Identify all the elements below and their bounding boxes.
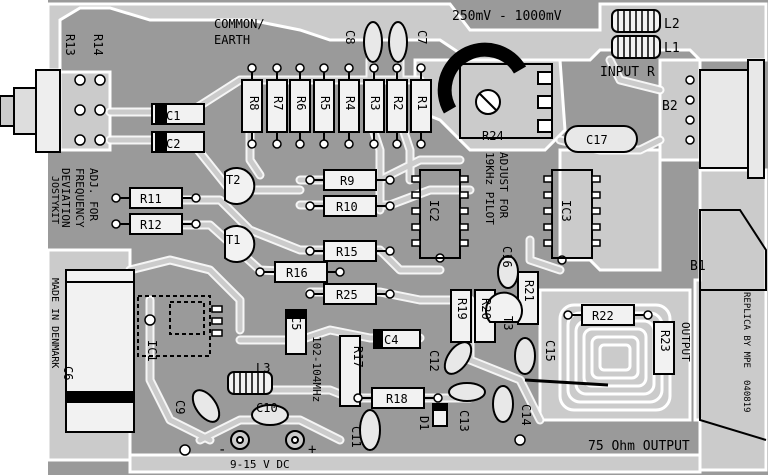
label-r14: R14 bbox=[91, 34, 105, 56]
label-r9: R9 bbox=[340, 174, 354, 188]
label-ohm-output: 75 Ohm OUTPUT bbox=[588, 439, 690, 454]
resistor-bodies bbox=[129, 79, 675, 409]
potentiometer-r24 bbox=[437, 42, 553, 139]
label-r22: R22 bbox=[592, 309, 614, 323]
label-t3: T3 bbox=[501, 316, 515, 330]
transistors bbox=[224, 167, 523, 323]
label-made: MADE IN DENMARK bbox=[49, 278, 60, 368]
label-r7: R7 bbox=[271, 96, 285, 110]
label-c2: C2 bbox=[166, 137, 180, 151]
label-b1: B1 bbox=[690, 259, 706, 274]
label-earth: EARTH bbox=[214, 33, 250, 47]
label-t1: T1 bbox=[226, 233, 240, 247]
label-c8: C8 bbox=[343, 30, 357, 44]
label-range: 250mV - 1000mV bbox=[452, 9, 562, 24]
label-plus: + bbox=[308, 442, 316, 458]
label-c12: C12 bbox=[427, 350, 441, 372]
label-c13: C13 bbox=[457, 410, 471, 432]
label-r18: R18 bbox=[386, 392, 408, 406]
label-c7: C7 bbox=[415, 30, 429, 44]
diode-d1 bbox=[432, 403, 448, 427]
label-c16: C16 bbox=[500, 246, 514, 268]
label-c11: C11 bbox=[349, 426, 363, 448]
label-b2: B2 bbox=[662, 99, 678, 114]
solder-pads bbox=[74, 63, 695, 456]
connector-b2 bbox=[699, 59, 765, 179]
label-c4: C4 bbox=[384, 333, 398, 347]
label-freq3: DEVIATION bbox=[59, 168, 72, 228]
label-r8: R8 bbox=[247, 96, 261, 110]
label-supply: 9-15 V DC bbox=[230, 458, 290, 471]
label-c17: C17 bbox=[586, 133, 608, 147]
label-r1: R1 bbox=[415, 96, 429, 110]
label-c6: C6 bbox=[61, 366, 75, 380]
label-r10: R10 bbox=[336, 200, 358, 214]
label-r23: R23 bbox=[658, 330, 672, 352]
label-code: 040819 bbox=[741, 380, 751, 413]
label-r15: R15 bbox=[336, 245, 358, 259]
label-freq2: FREQUENCY bbox=[73, 168, 86, 228]
label-l1: L1 bbox=[664, 41, 680, 56]
label-ic1: IC1 bbox=[145, 340, 159, 362]
label-minus: - bbox=[218, 442, 226, 458]
label-c14: C14 bbox=[519, 404, 533, 426]
label-t2: T2 bbox=[226, 173, 240, 187]
label-r2: R2 bbox=[391, 96, 405, 110]
label-input: INPUT R bbox=[600, 65, 655, 80]
label-r12: R12 bbox=[140, 218, 162, 232]
label-ic2: IC2 bbox=[427, 200, 441, 222]
label-jostykit: JOSTYKIT bbox=[49, 176, 60, 224]
label-r25: R25 bbox=[336, 288, 358, 302]
label-freq1: ADJ. FOR bbox=[87, 168, 100, 221]
label-r24: R24 bbox=[482, 129, 504, 143]
label-r11: R11 bbox=[140, 192, 162, 206]
label-ic3: IC3 bbox=[559, 200, 573, 222]
label-d1: D1 bbox=[417, 416, 431, 430]
antenna-jack bbox=[0, 69, 61, 153]
label-r21: R21 bbox=[522, 280, 536, 302]
label-c10: C10 bbox=[256, 401, 278, 415]
label-output: OUTPUT bbox=[679, 322, 692, 362]
label-r3: R3 bbox=[368, 96, 382, 110]
label-band: 102-104MHz bbox=[310, 336, 323, 402]
label-pilot1: ADJUST FOR bbox=[497, 152, 510, 219]
label-l3: L3 bbox=[256, 361, 270, 375]
label-c15: C15 bbox=[543, 340, 557, 362]
label-common: COMMON/ bbox=[214, 17, 265, 31]
b1-outline bbox=[699, 209, 767, 291]
label-c9: C9 bbox=[173, 400, 187, 414]
power-pads bbox=[230, 430, 305, 450]
label-r13: R13 bbox=[63, 34, 77, 56]
label-r20: R20 bbox=[479, 298, 493, 320]
label-r17: R17 bbox=[351, 346, 365, 368]
label-r5: R5 bbox=[318, 96, 332, 110]
label-r6: R6 bbox=[294, 96, 308, 110]
capacitors bbox=[65, 21, 638, 451]
label-l2: L2 bbox=[664, 17, 680, 32]
label-c1: C1 bbox=[166, 109, 180, 123]
label-r19: R19 bbox=[455, 298, 469, 320]
label-r4: R4 bbox=[343, 96, 357, 110]
label-pilot2: 19KHz PILOT bbox=[483, 152, 496, 225]
label-c5: C5 bbox=[289, 316, 303, 330]
coil-wire bbox=[524, 378, 609, 387]
label-replica: REPLICA BY MPE bbox=[741, 292, 751, 368]
label-r16: R16 bbox=[286, 266, 308, 280]
